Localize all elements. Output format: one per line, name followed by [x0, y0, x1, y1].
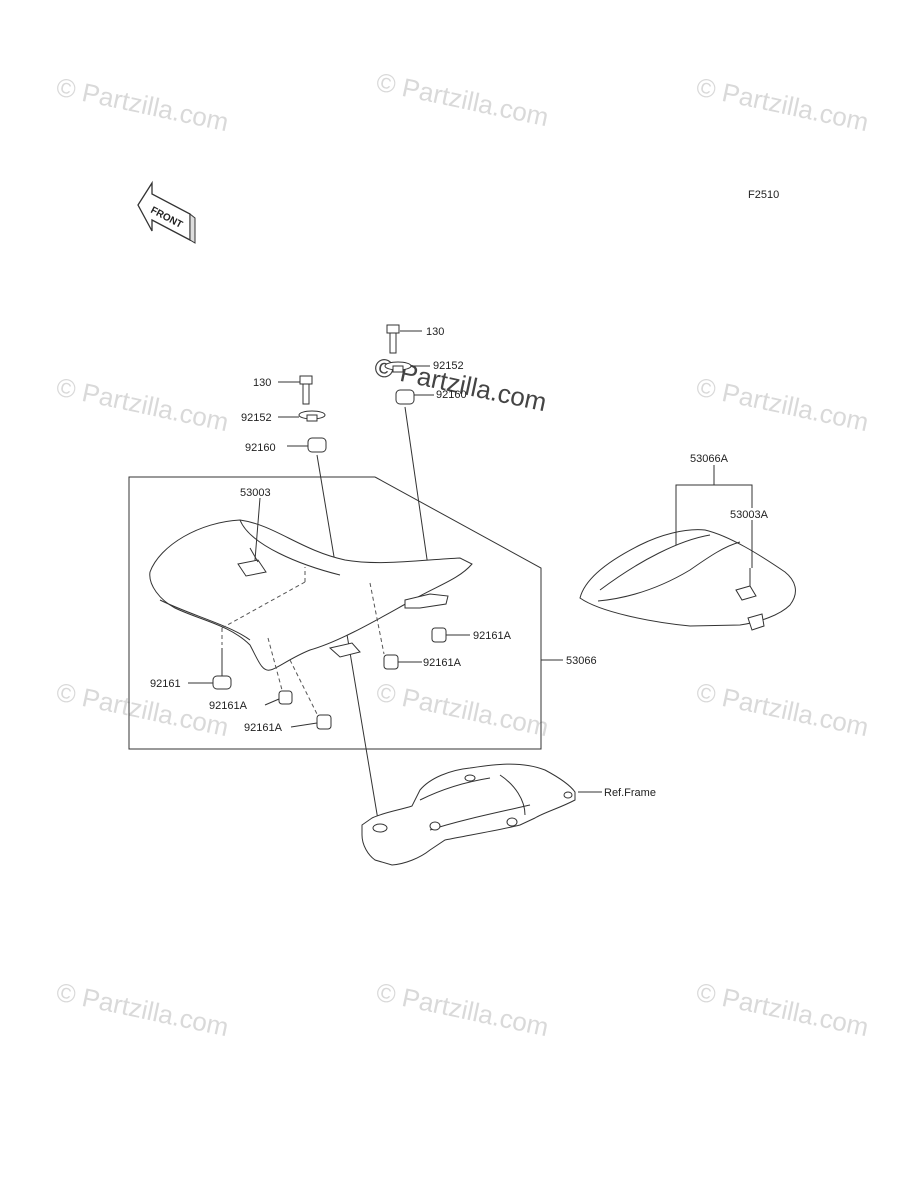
label-92161A: 92161A — [209, 700, 248, 712]
label-92152-left: 92152 — [241, 412, 272, 424]
assembly-outline — [128, 476, 542, 750]
watermark: © Partzilla.com — [54, 677, 232, 743]
label-53066: 53066 — [566, 655, 597, 667]
label-92161A: 92161A — [244, 722, 283, 734]
label-92160-left: 92160 — [245, 442, 276, 454]
label-53066A: 53066A — [690, 453, 729, 465]
label-92160-right: 92160 — [436, 389, 467, 401]
label-ref-frame: Ref.Frame — [604, 787, 656, 799]
label-92161: 92161 — [150, 678, 181, 690]
left-fastener-stack — [278, 375, 379, 821]
watermark: © Partzilla.com — [374, 67, 552, 133]
label-130-left: 130 — [253, 377, 271, 389]
ref-frame — [361, 763, 602, 866]
main-seat — [149, 519, 473, 717]
label-92152-right: 92152 — [433, 360, 464, 372]
label-92161A: 92161A — [423, 657, 462, 669]
watermark: © Partzilla.com — [54, 977, 232, 1043]
watermark: © Partzilla.com — [694, 72, 872, 138]
rear-seat-cowl — [579, 465, 796, 631]
front-arrow-icon: FRONT — [137, 180, 196, 244]
label-92161A: 92161A — [473, 630, 512, 642]
label-53003: 53003 — [240, 487, 271, 499]
watermark: © Partzilla.com — [694, 372, 872, 438]
label-130-right: 130 — [426, 326, 444, 338]
right-fastener-stack — [384, 324, 434, 581]
diagram-code: F2510 — [748, 189, 779, 201]
watermark: © Partzilla.com — [374, 677, 552, 743]
label-53003A: 53003A — [730, 509, 769, 521]
watermark: © Partzilla.com — [374, 977, 552, 1043]
watermark: © Partzilla.com — [694, 977, 872, 1043]
watermark: © Partzilla.com — [54, 372, 232, 438]
watermark: © Partzilla.com — [54, 72, 232, 138]
seat-dampers — [188, 627, 470, 730]
watermark: © Partzilla.com — [694, 677, 872, 743]
